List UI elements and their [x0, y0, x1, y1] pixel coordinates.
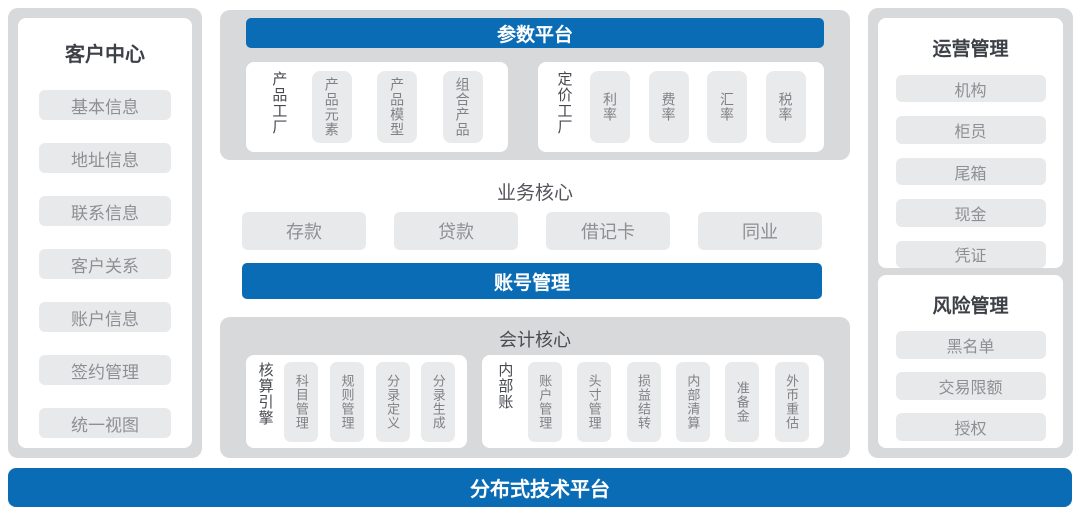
authorization-chip: 授权 [895, 413, 1046, 441]
business-core-row: 存款 贷款 借记卡 同业 [242, 212, 822, 250]
parameter-platform-header: 参数平台 [246, 18, 824, 48]
transaction-limit-chip: 交易限额 [895, 372, 1046, 400]
entry-definition-chip: 分录定义 [375, 361, 410, 442]
pricing-factory-label: 定价工厂 [555, 71, 573, 135]
risk-title: 风险管理 [932, 296, 1009, 317]
pnl-carryover-chip: 损益结转 [626, 361, 661, 442]
operations-card: 运营管理 机构 柜员 尾箱 现金 凭证 [878, 18, 1063, 269]
internal-clearing-chip: 内部清算 [675, 361, 710, 442]
operations-title: 运营管理 [932, 39, 1009, 60]
pricing-factory-card: 定价工厂 利率 费率 汇率 税率 [538, 62, 824, 152]
accounting-engine-card: 核算引擎 科目管理 规则管理 分录定义 分录生成 [246, 355, 467, 448]
customer-item-contract-mgmt: 签约管理 [39, 355, 171, 385]
cashbox-chip: 尾箱 [895, 157, 1046, 186]
customer-item-contact-info: 联系信息 [39, 196, 171, 226]
tax-rate-chip: 税率 [765, 71, 806, 143]
parameter-platform-panel: 参数平台 产品工厂 产品元素 产品模型 组合产品 定价工厂 利率 费率 汇率 税… [220, 10, 850, 160]
customer-center-panel: 客户中心 基本信息 地址信息 联系信息 客户关系 账户信息 签约管理 统一视图 [8, 8, 202, 458]
customer-item-account-info: 账户信息 [39, 302, 171, 332]
deposit-chip: 存款 [242, 212, 366, 250]
interbank-chip: 同业 [698, 212, 822, 250]
accounting-row: 核算引擎 科目管理 规则管理 分录定义 分录生成 内部账 账户管理 头寸管理 损… [246, 355, 824, 448]
right-panel-inner: 运营管理 机构 柜员 尾箱 现金 凭证 风险管理 黑名单 交易限额 授权 [878, 18, 1063, 448]
risk-card: 风险管理 黑名单 交易限额 授权 [878, 275, 1063, 448]
customer-item-address-info: 地址信息 [39, 143, 171, 173]
fee-rate-chip: 费率 [648, 71, 689, 143]
distributed-platform-bar: 分布式技术平台 [8, 468, 1072, 507]
combined-product-chip: 组合产品 [442, 71, 483, 143]
fx-revaluation-chip: 外币重估 [774, 361, 809, 442]
cash-chip: 现金 [895, 199, 1046, 227]
customer-item-relations: 客户关系 [39, 249, 171, 279]
rule-mgmt-chip: 规则管理 [329, 361, 364, 442]
entry-generation-chip: 分录生成 [421, 361, 456, 442]
interest-rate-chip: 利率 [590, 71, 630, 143]
product-model-chip: 产品模型 [377, 71, 418, 143]
internal-account-card: 内部账 账户管理 头寸管理 损益结转 内部清算 准备金 外币重估 [482, 355, 824, 448]
customer-item-basic-info: 基本信息 [39, 90, 171, 120]
accounting-core-title: 会计核心 [499, 330, 571, 350]
account-management-bar: 账号管理 [242, 263, 822, 299]
product-factory-card: 产品工厂 产品元素 产品模型 组合产品 [246, 62, 508, 152]
product-elements-chip: 产品元素 [311, 71, 352, 143]
debit-card-chip: 借记卡 [546, 212, 670, 250]
subject-mgmt-chip: 科目管理 [284, 361, 319, 442]
accounting-core-panel: 会计核心 核算引擎 科目管理 规则管理 分录定义 分录生成 内部账 账户管理 头… [220, 317, 850, 458]
account-mgmt-chip: 账户管理 [527, 361, 562, 442]
customer-center-title: 客户中心 [65, 44, 145, 66]
right-panel: 运营管理 机构 柜员 尾箱 现金 凭证 风险管理 黑名单 交易限额 授权 [868, 8, 1073, 458]
internal-account-label: 内部账 [496, 361, 514, 410]
customer-item-unified-view: 统一视图 [39, 408, 171, 438]
loan-chip: 贷款 [394, 212, 518, 250]
teller-chip: 柜员 [895, 116, 1046, 144]
accounting-engine-label: 核算引擎 [256, 361, 274, 426]
exchange-rate-chip: 汇率 [707, 71, 747, 143]
customer-center-card: 客户中心 基本信息 地址信息 联系信息 客户关系 账户信息 签约管理 统一视图 [18, 18, 192, 448]
product-factory-label: 产品工厂 [270, 71, 288, 135]
business-core-title: 业务核心 [496, 183, 573, 204]
voucher-chip: 凭证 [895, 240, 1046, 269]
reserve-chip: 准备金 [725, 361, 760, 442]
position-mgmt-chip: 头寸管理 [577, 361, 612, 442]
blacklist-chip: 黑名单 [895, 331, 1046, 359]
factory-row: 产品工厂 产品元素 产品模型 组合产品 定价工厂 利率 费率 汇率 税率 [246, 62, 824, 152]
institution-chip: 机构 [895, 75, 1046, 103]
